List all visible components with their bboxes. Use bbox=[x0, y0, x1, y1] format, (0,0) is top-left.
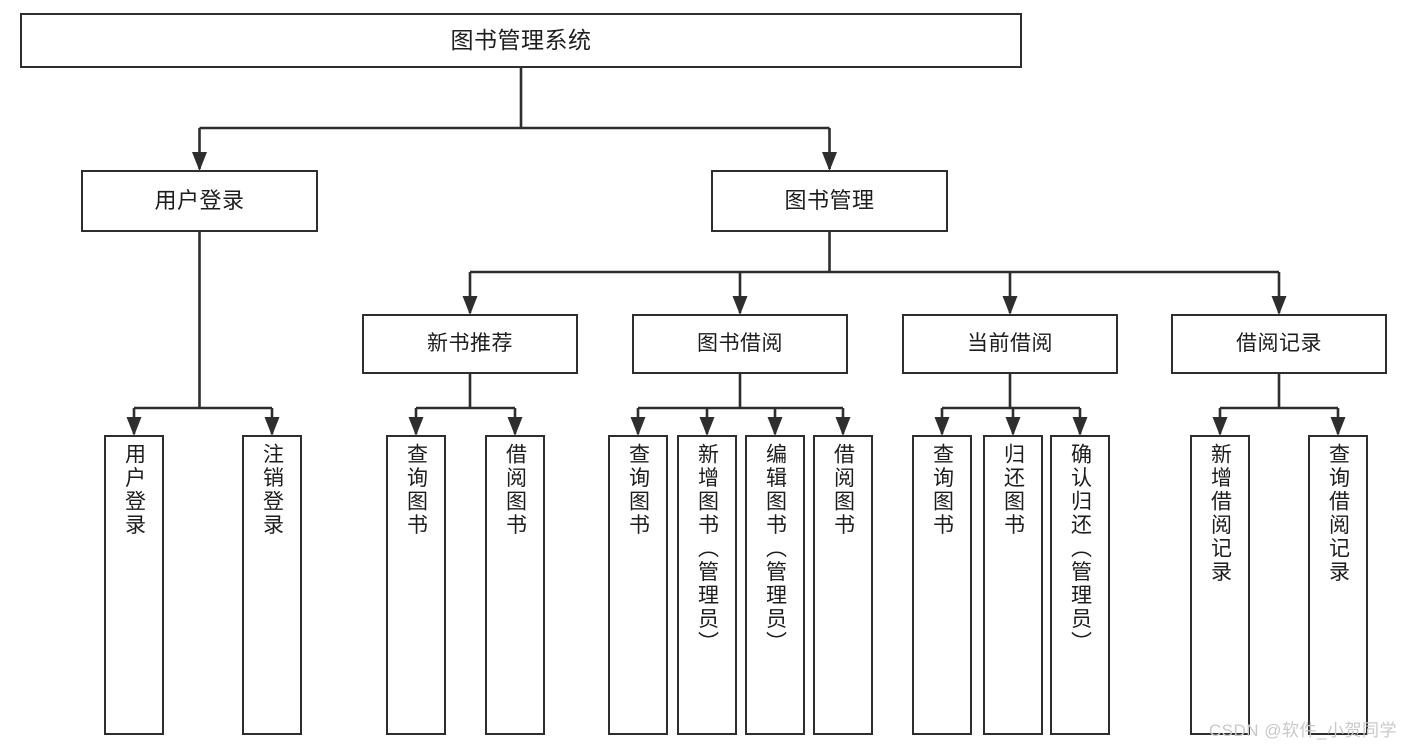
node-current-borrow[interactable]: 当前借阅 bbox=[902, 314, 1118, 374]
node-book-borrow[interactable]: 图书借阅 bbox=[632, 314, 848, 374]
node-leaf-query-book-2[interactable]: 查询图书 bbox=[608, 435, 668, 735]
node-borrow-record[interactable]: 借阅记录 bbox=[1171, 314, 1387, 374]
node-leaf-user-login-label: 用户登录 bbox=[122, 443, 146, 537]
node-borrow-record-label: 借阅记录 bbox=[1236, 331, 1322, 355]
node-user-login-label: 用户登录 bbox=[154, 188, 245, 214]
node-book-manage[interactable]: 图书管理 bbox=[711, 170, 948, 232]
node-leaf-edit-book[interactable]: 编辑图书（管理员） bbox=[745, 435, 805, 735]
node-leaf-query-book-3-label: 查询图书 bbox=[930, 443, 954, 537]
node-leaf-logout-label: 注销登录 bbox=[260, 443, 284, 537]
node-leaf-user-login[interactable]: 用户登录 bbox=[104, 435, 164, 735]
node-leaf-add-record[interactable]: 新增借阅记录 bbox=[1190, 435, 1250, 735]
node-leaf-borrow-book-2[interactable]: 借阅图书 bbox=[813, 435, 873, 735]
node-leaf-query-book-1[interactable]: 查询图书 bbox=[386, 435, 446, 735]
node-leaf-add-record-label: 新增借阅记录 bbox=[1208, 443, 1232, 584]
node-leaf-confirm-return-label: 确认归还（管理员） bbox=[1068, 443, 1092, 655]
node-leaf-return-book-label: 归还图书 bbox=[1001, 443, 1025, 537]
node-leaf-borrow-book-1-label: 借阅图书 bbox=[503, 443, 527, 537]
node-leaf-logout[interactable]: 注销登录 bbox=[242, 435, 302, 735]
node-new-book-recommend-label: 新书推荐 bbox=[427, 331, 513, 355]
watermark: CSDN @软件_小贺同学 bbox=[1208, 721, 1397, 740]
node-leaf-query-record[interactable]: 查询借阅记录 bbox=[1308, 435, 1368, 735]
node-root-label: 图书管理系统 bbox=[450, 26, 592, 53]
node-book-borrow-label: 图书借阅 bbox=[697, 331, 783, 355]
node-book-manage-label: 图书管理 bbox=[784, 188, 875, 214]
node-current-borrow-label: 当前借阅 bbox=[967, 331, 1053, 355]
node-leaf-query-book-3[interactable]: 查询图书 bbox=[912, 435, 972, 735]
node-leaf-return-book[interactable]: 归还图书 bbox=[983, 435, 1043, 735]
node-leaf-add-book-label: 新增图书（管理员） bbox=[695, 443, 719, 655]
node-leaf-confirm-return[interactable]: 确认归还（管理员） bbox=[1050, 435, 1110, 735]
node-root[interactable]: 图书管理系统 bbox=[20, 13, 1022, 68]
node-leaf-borrow-book-2-label: 借阅图书 bbox=[831, 443, 855, 537]
node-leaf-add-book[interactable]: 新增图书（管理员） bbox=[677, 435, 737, 735]
node-leaf-query-book-1-label: 查询图书 bbox=[404, 443, 428, 537]
node-leaf-query-record-label: 查询借阅记录 bbox=[1326, 443, 1350, 584]
node-leaf-borrow-book-1[interactable]: 借阅图书 bbox=[485, 435, 545, 735]
node-user-login[interactable]: 用户登录 bbox=[81, 170, 318, 232]
node-new-book-recommend[interactable]: 新书推荐 bbox=[362, 314, 578, 374]
node-leaf-query-book-2-label: 查询图书 bbox=[626, 443, 650, 537]
node-leaf-edit-book-label: 编辑图书（管理员） bbox=[763, 443, 787, 655]
